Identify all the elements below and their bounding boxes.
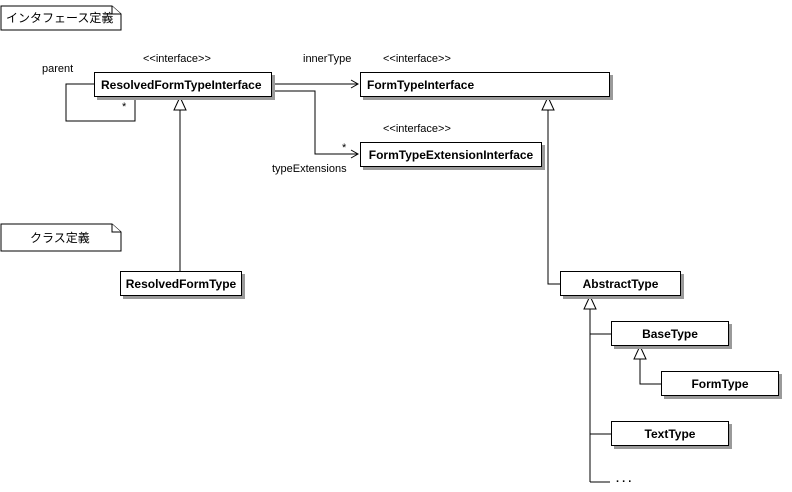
class-form-type[interactable]: FormType [661,371,779,396]
class-resolved-form-type-interface[interactable]: ResolvedFormTypeInterface [94,72,272,97]
realization-arrowhead-resolved [173,95,187,111]
class-form-type-interface[interactable]: FormTypeInterface [360,72,610,97]
realization-arrowhead-formtype [541,95,555,111]
inner-type-arrow [350,79,360,89]
stereotype-form-type-extension-interface: <<interface>> [383,123,451,135]
type-extensions-association [272,90,358,155]
more-subclasses-ellipsis: . . . [616,473,632,485]
parent-self-association [65,83,136,122]
class-abstract-type[interactable]: AbstractType [560,271,681,296]
stereotype-form-type-interface: <<interface>> [383,53,451,65]
note-class-definitions: クラス定義 [30,231,90,245]
form-type-inheritance [639,359,661,385]
class-base-type[interactable]: BaseType [611,321,729,346]
note-class-defs-shape [0,223,122,252]
label-type-extensions-multiplicity: * [342,142,347,154]
label-parent: parent [42,63,74,75]
inheritance-arrowhead-base [633,344,647,360]
inheritance-arrowhead-abstract [583,294,597,310]
stereotype-resolved-form-type-interface: <<interface>> [143,53,211,65]
label-inner-type: innerType [303,53,352,65]
class-form-type-extension-interface[interactable]: FormTypeExtensionInterface [360,142,542,167]
type-extensions-arrow [350,149,360,159]
label-parent-multiplicity: * [122,101,127,113]
abstract-type-realization [547,110,560,285]
label-type-extensions: typeExtensions [272,163,347,175]
class-text-type[interactable]: TextType [611,421,729,446]
note-interface-defs-shape [0,5,122,31]
class-resolved-form-type[interactable]: ResolvedFormType [120,271,242,296]
note-interface-definitions: インタフェース定義 [6,11,114,25]
